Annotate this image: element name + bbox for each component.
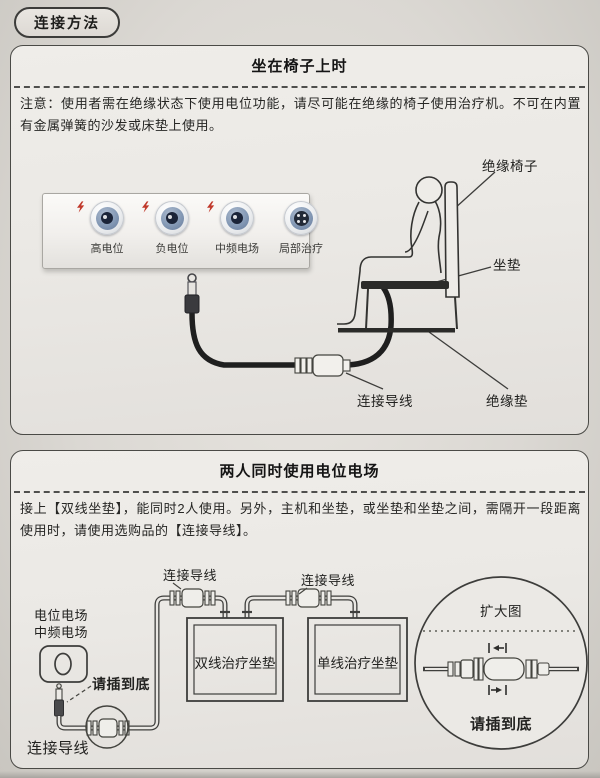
port-socket-icon xyxy=(220,201,254,235)
panel2-diagram: 连接导线 连接导线 电位电场 中频电场 请插到底 连接导线 双线治疗坐垫 单线治… xyxy=(11,556,588,768)
label-connecting-wire: 连接导线 xyxy=(357,394,413,409)
panel2-title: 两人同时使用电位电场 xyxy=(219,463,380,480)
label-insulation-pad: 绝缘垫 xyxy=(486,394,528,409)
port-label: 中频电场 xyxy=(215,243,259,255)
port-socket-icon xyxy=(284,201,318,235)
panel2-divider xyxy=(14,491,585,493)
label-wire-bottom-left: 连接导线 xyxy=(27,740,90,757)
port-socket-icon xyxy=(155,201,189,235)
label-wire-top-left: 连接导线 xyxy=(163,568,218,583)
panel-two-person-use: 两人同时使用电位电场 接上【双线坐垫】，能同时2人使用。另外，主机和坐垫，或坐垫… xyxy=(10,450,589,769)
port-label: 高电位 xyxy=(90,243,124,255)
port-mid-frequency: 中频电场 xyxy=(207,201,267,256)
label-enlarged-view: 扩大图 xyxy=(480,604,522,619)
port-socket-icon xyxy=(90,201,124,235)
port-label: 负电位 xyxy=(155,243,189,255)
section-tag: 连接方法 xyxy=(14,7,120,38)
panel-sitting-on-chair: 坐在椅子上时 注意：使用者需在绝缘状态下使用电位功能，请尽可能在绝缘的椅子使用治… xyxy=(10,45,589,435)
port-high-potential: 高电位 xyxy=(77,201,137,256)
lightning-icon xyxy=(207,201,215,213)
section-tag-label: 连接方法 xyxy=(34,16,100,32)
connector-ports-panel: 高电位 负电位 xyxy=(42,193,323,269)
label-machine-ports: 电位电场 中频电场 xyxy=(34,607,88,641)
page-edge-shadow xyxy=(0,771,600,778)
label-single-wire-cushion: 单线治疗坐垫 xyxy=(317,656,398,671)
port-local-treatment: 局部治疗 xyxy=(271,201,331,256)
panel1-divider xyxy=(14,86,585,88)
panel1-diagram: 高电位 负电位 xyxy=(11,151,588,433)
label-insert-fully-enlarged: 请插到底 xyxy=(469,716,532,733)
label-insulated-chair: 绝缘椅子 xyxy=(482,159,538,174)
panel2-body: 接上【双线坐垫】，能同时2人使用。另外，主机和坐垫，或坐垫和坐垫之间，需隔开一段… xyxy=(20,501,581,538)
label-seat-cushion: 坐垫 xyxy=(493,258,521,273)
panel1-note: 注意：使用者需在绝缘状态下使用电位功能，请尽可能在绝缘的椅子使用治疗机。不可在内… xyxy=(20,96,581,133)
lightning-icon xyxy=(142,201,150,213)
chair-cable-line-art xyxy=(184,171,509,390)
label-insert-fully: 请插到底 xyxy=(92,676,150,692)
lightning-icon xyxy=(77,201,85,213)
port-negative-potential: 负电位 xyxy=(142,201,202,256)
wiring-line-art xyxy=(39,576,588,750)
label-mid-frequency-field: 中频电场 xyxy=(34,625,89,640)
label-double-wire-cushion: 双线治疗坐垫 xyxy=(194,656,276,671)
port-label: 局部治疗 xyxy=(279,243,323,255)
panel1-title: 坐在椅子上时 xyxy=(251,58,348,75)
label-potential-field: 电位电场 xyxy=(34,608,89,623)
label-wire-top-right: 连接导线 xyxy=(301,573,356,588)
